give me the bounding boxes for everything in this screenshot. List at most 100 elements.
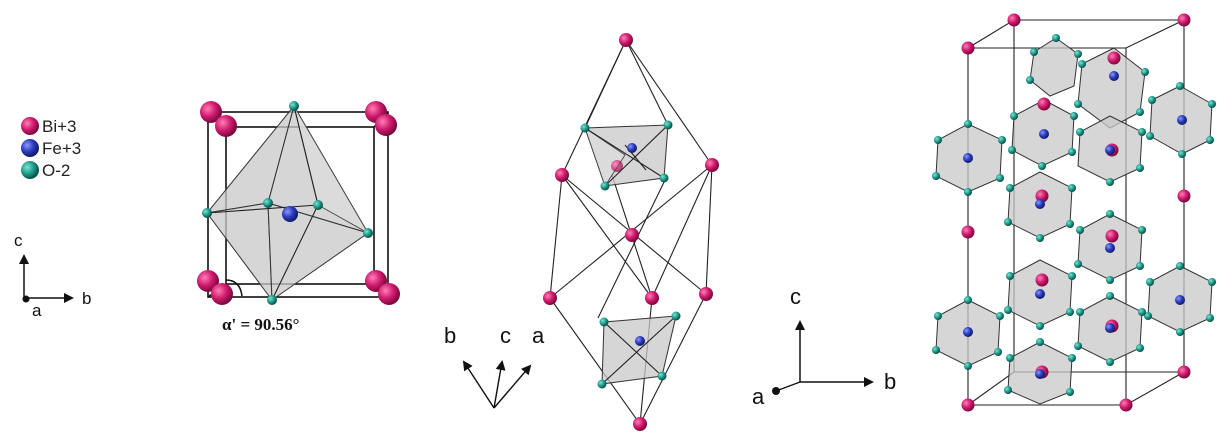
octahedron-edge bbox=[271, 204, 319, 301]
legend-item-bi: Bi+3 bbox=[21, 117, 77, 136]
panel3-axis-triad: c a b bbox=[752, 284, 896, 409]
axis-label-a: a bbox=[32, 301, 42, 320]
bi-atom bbox=[611, 160, 623, 172]
o-atom bbox=[659, 173, 669, 183]
feo6-octahedron bbox=[584, 124, 669, 188]
fe-atom bbox=[1109, 71, 1119, 81]
bi-atom bbox=[625, 228, 639, 242]
o-atom bbox=[671, 311, 681, 321]
fe-atom bbox=[1035, 199, 1045, 209]
bi-atom bbox=[378, 283, 400, 305]
axis-label-c: c bbox=[500, 323, 511, 348]
octahedron-edge bbox=[206, 204, 319, 214]
bi-atom bbox=[633, 417, 647, 431]
fe-atom bbox=[1105, 243, 1115, 253]
o-atom bbox=[267, 295, 277, 305]
legend-item-o: O-2 bbox=[21, 161, 70, 180]
fe-atom-swatch bbox=[21, 139, 39, 157]
bi-atom bbox=[1037, 97, 1051, 111]
fe-atom bbox=[1177, 115, 1187, 125]
o-atom bbox=[263, 198, 273, 208]
feo6-octahedron bbox=[205, 104, 370, 302]
bi-atom bbox=[555, 168, 569, 182]
bi-atom-swatch bbox=[21, 117, 39, 135]
o-atom bbox=[599, 317, 609, 327]
axis-label-c: c bbox=[790, 284, 801, 309]
axis-label-b: b bbox=[82, 289, 91, 308]
o-atom bbox=[363, 228, 373, 238]
b-axis-arrow bbox=[462, 360, 495, 409]
o-atom bbox=[600, 181, 610, 191]
fe-atom bbox=[1105, 323, 1115, 333]
o-atoms bbox=[932, 34, 1216, 396]
legend: Bi+3 Fe+3 O-2 bbox=[21, 117, 81, 180]
axis-label-b: b bbox=[884, 369, 896, 394]
bi-atom bbox=[961, 41, 975, 55]
fe-atom bbox=[635, 336, 645, 346]
bi-atom bbox=[645, 291, 659, 305]
axis-label-b: b bbox=[444, 323, 456, 348]
bi-atom bbox=[1007, 13, 1021, 27]
o-atom bbox=[580, 123, 590, 133]
bi-atom bbox=[375, 114, 397, 136]
panel2-axis-triad: b c a bbox=[444, 323, 545, 409]
c-axis-arrow bbox=[493, 360, 506, 409]
fe-atoms bbox=[963, 71, 1187, 379]
panel1-unit-cell: α' = 90.56° bbox=[197, 101, 400, 334]
a-axis-arrow bbox=[493, 364, 532, 409]
o-atom bbox=[202, 208, 212, 218]
a-axis-dot bbox=[22, 295, 30, 303]
axis-label-a: a bbox=[532, 323, 545, 348]
feo6-octahedron bbox=[1029, 37, 1079, 97]
bi-atom bbox=[200, 101, 222, 123]
bi-atoms bbox=[961, 13, 1191, 412]
fe-atom bbox=[963, 153, 973, 163]
fe-atom bbox=[1035, 289, 1045, 299]
axis-label-a: a bbox=[752, 384, 765, 409]
o-atom-swatch bbox=[21, 161, 39, 179]
fe-atom bbox=[1105, 145, 1115, 155]
bi-atom bbox=[197, 270, 219, 292]
octahedra-layer bbox=[935, 37, 1213, 405]
legend-label-fe: Fe+3 bbox=[42, 139, 81, 158]
octahedron-edge bbox=[293, 105, 319, 206]
legend-label-o: O-2 bbox=[42, 161, 70, 180]
fe-atom bbox=[1035, 369, 1045, 379]
panel3-hexagonal-cell bbox=[932, 13, 1216, 412]
fe-atom bbox=[627, 143, 637, 153]
feo6-octahedron bbox=[601, 315, 677, 385]
angle-label: α' = 90.56° bbox=[222, 315, 299, 334]
bi-atom bbox=[543, 291, 557, 305]
panel1-axis-triad: c a b bbox=[14, 231, 91, 320]
bi-atom bbox=[705, 158, 719, 172]
angle-arc bbox=[225, 279, 243, 297]
panel2-rhombohedral-cell bbox=[543, 33, 719, 431]
bi-atom bbox=[1107, 51, 1121, 65]
bi-atom bbox=[1177, 189, 1191, 203]
bi-atom bbox=[1177, 13, 1191, 27]
fe-atom bbox=[1175, 295, 1185, 305]
o-atom bbox=[313, 200, 323, 210]
bi-atom bbox=[961, 225, 975, 239]
o-atom bbox=[663, 120, 673, 130]
legend-label-bi: Bi+3 bbox=[42, 117, 77, 136]
legend-item-fe: Fe+3 bbox=[21, 139, 81, 158]
o-atom bbox=[657, 371, 667, 381]
bi-atom bbox=[1035, 273, 1049, 287]
bi-atom bbox=[1119, 398, 1133, 412]
fe-atom bbox=[963, 327, 973, 337]
axis-label-c: c bbox=[14, 231, 23, 250]
fe-atom bbox=[282, 206, 298, 222]
bi-atom bbox=[1177, 365, 1191, 379]
o-atom bbox=[597, 379, 607, 389]
bi-atom bbox=[619, 33, 633, 47]
bi-atom bbox=[699, 287, 713, 301]
fe-atom bbox=[1039, 129, 1049, 139]
bi-atom bbox=[1105, 229, 1119, 243]
bi-atom bbox=[215, 115, 237, 137]
o-atom bbox=[289, 101, 299, 111]
bi-atom bbox=[211, 283, 233, 305]
octahedron-face bbox=[267, 202, 370, 301]
bi-atom bbox=[961, 398, 975, 412]
